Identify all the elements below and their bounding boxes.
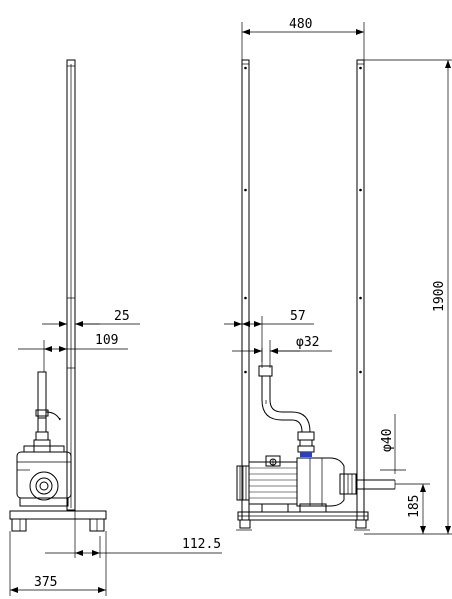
dim-label-57: 57	[290, 309, 306, 324]
dim-label-112-5: 112.5	[182, 537, 221, 552]
dim-frame-width: 480	[242, 17, 364, 60]
dim-label-phi32: φ32	[296, 335, 319, 350]
dim-outlet-height: 185	[395, 484, 430, 534]
dim-label-375: 375	[34, 575, 57, 590]
dim-label-25: 25	[114, 309, 130, 324]
dim-base-width: 375	[10, 531, 106, 596]
side-view: 25 109 112.5 375	[10, 60, 222, 596]
dim-pump-offset: 112.5	[45, 510, 222, 558]
side-base	[10, 511, 106, 531]
dim-label-109: 109	[95, 333, 118, 348]
front-view: 480 1900 57 φ32	[224, 17, 452, 534]
front-right-column	[357, 60, 364, 520]
dim-frame-height: 1900	[364, 60, 452, 534]
front-pump-unit	[237, 456, 395, 512]
dim-label-480: 480	[289, 17, 312, 32]
dim-label-1900: 1900	[432, 281, 447, 312]
dim-outlet-diameter: φ40	[380, 414, 406, 489]
front-base	[236, 512, 370, 530]
dim-label-phi40: φ40	[380, 429, 395, 452]
side-pump	[17, 446, 71, 506]
dim-label-185: 185	[407, 495, 422, 518]
dim-column-width: 25	[42, 309, 140, 330]
dim-pipe-diameter: φ32	[232, 335, 332, 368]
front-inlet-pipe	[259, 366, 314, 457]
dim-column-offset: 109	[18, 333, 128, 372]
side-pipe	[34, 372, 60, 452]
front-left-column	[242, 60, 249, 520]
side-column	[67, 60, 75, 510]
